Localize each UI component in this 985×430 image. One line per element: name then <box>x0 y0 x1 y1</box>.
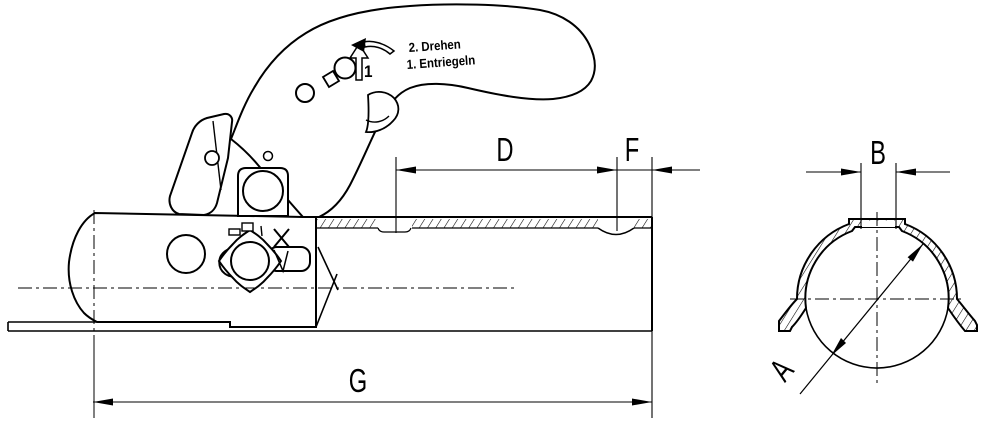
arrowhead <box>896 168 916 176</box>
draw-tube <box>305 216 653 331</box>
body-hole <box>166 234 206 274</box>
arrowhead <box>632 398 652 406</box>
instruction-line1: 2. Drehen <box>408 37 461 55</box>
dimension-g <box>93 331 653 418</box>
tube-cross-section-view <box>778 163 978 395</box>
coupling-side-view <box>7 3 700 418</box>
lock-tab <box>228 228 241 236</box>
lock-vee-mark <box>273 249 289 274</box>
dimension-d-f <box>395 157 700 233</box>
arrowhead <box>841 168 861 176</box>
bracket-pin <box>262 150 274 162</box>
lock-x-mark <box>273 228 290 248</box>
lock-tab <box>241 222 254 232</box>
dimension-a <box>799 243 924 395</box>
arrowhead <box>396 166 416 174</box>
dimension-a-label: A <box>763 352 802 388</box>
clamp-wedge <box>315 246 339 328</box>
centerlines-section <box>790 212 963 384</box>
handle-hole <box>295 83 315 103</box>
tube-notch <box>597 227 635 236</box>
dimension-f-label: F <box>625 132 640 169</box>
arrowhead <box>907 244 923 262</box>
slot-opening <box>862 220 895 227</box>
arrowhead <box>597 166 617 174</box>
dimension-b-label: B <box>870 135 886 172</box>
arrowhead <box>93 398 113 406</box>
dimension-d-label: D <box>496 132 513 169</box>
front-latch <box>168 112 234 217</box>
tube-shell <box>778 218 978 332</box>
safety-lever <box>364 91 400 134</box>
instruction-line2: 1. Entriegeln <box>406 53 475 73</box>
release-knob <box>321 56 357 89</box>
arrowhead <box>652 166 672 174</box>
lock-mechanism <box>217 222 311 294</box>
tube-slot-pocket <box>377 227 412 233</box>
step-1-label: 1 <box>364 62 373 81</box>
arrowhead <box>831 338 846 356</box>
dimension-b <box>806 163 950 229</box>
lock-wheel-hub <box>230 241 270 281</box>
rotation-arrow-icon <box>351 38 396 55</box>
centerlines-side <box>18 210 515 340</box>
dimension-g-label: G <box>349 363 367 400</box>
base-plate <box>7 321 652 332</box>
pivot-bolt <box>242 170 284 212</box>
